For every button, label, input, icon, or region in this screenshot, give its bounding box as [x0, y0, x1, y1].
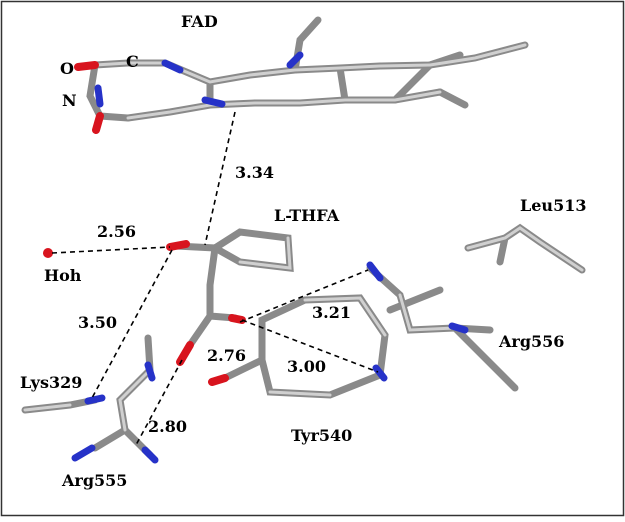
- label-arg556: Arg556: [498, 332, 564, 351]
- label-lys329: Lys329: [20, 373, 82, 392]
- distance-lines: [51, 111, 379, 446]
- label-fad-o: O: [60, 59, 74, 78]
- dist-line-350: [91, 249, 173, 399]
- label-lthfa: L-THFA: [274, 206, 340, 225]
- label-dist-256: 2.56: [97, 222, 136, 241]
- label-dist-321: 3.21: [312, 303, 351, 322]
- water-oxygen: [43, 248, 53, 258]
- dist-line-256: [51, 246, 171, 254]
- lys329-residue: [21, 394, 106, 414]
- label-dist-300: 3.00: [287, 357, 326, 376]
- lthfa-molecule: [166, 228, 294, 366]
- label-tyr540: Tyr540: [291, 426, 352, 445]
- label-hoh: Hoh: [44, 266, 82, 285]
- label-dist-334: 3.34: [235, 163, 274, 182]
- dist-line-300: [241, 319, 379, 373]
- tyr540-residue: [208, 294, 389, 399]
- label-arg555: Arg555: [61, 471, 127, 490]
- dist-line-334: [204, 111, 236, 246]
- arg556-residue: [366, 261, 519, 392]
- label-dist-276: 2.76: [207, 346, 246, 365]
- leu513-residue: [464, 223, 586, 274]
- fad-molecule: [74, 16, 529, 134]
- label-fad-c: C: [126, 52, 139, 71]
- label-dist-350: 3.50: [78, 313, 117, 332]
- label-dist-280: 2.80: [148, 417, 187, 436]
- label-leu513: Leu513: [520, 196, 586, 215]
- dist-line-280: [135, 359, 183, 446]
- label-fad-n: N: [62, 91, 77, 110]
- label-fad: FAD: [181, 12, 218, 31]
